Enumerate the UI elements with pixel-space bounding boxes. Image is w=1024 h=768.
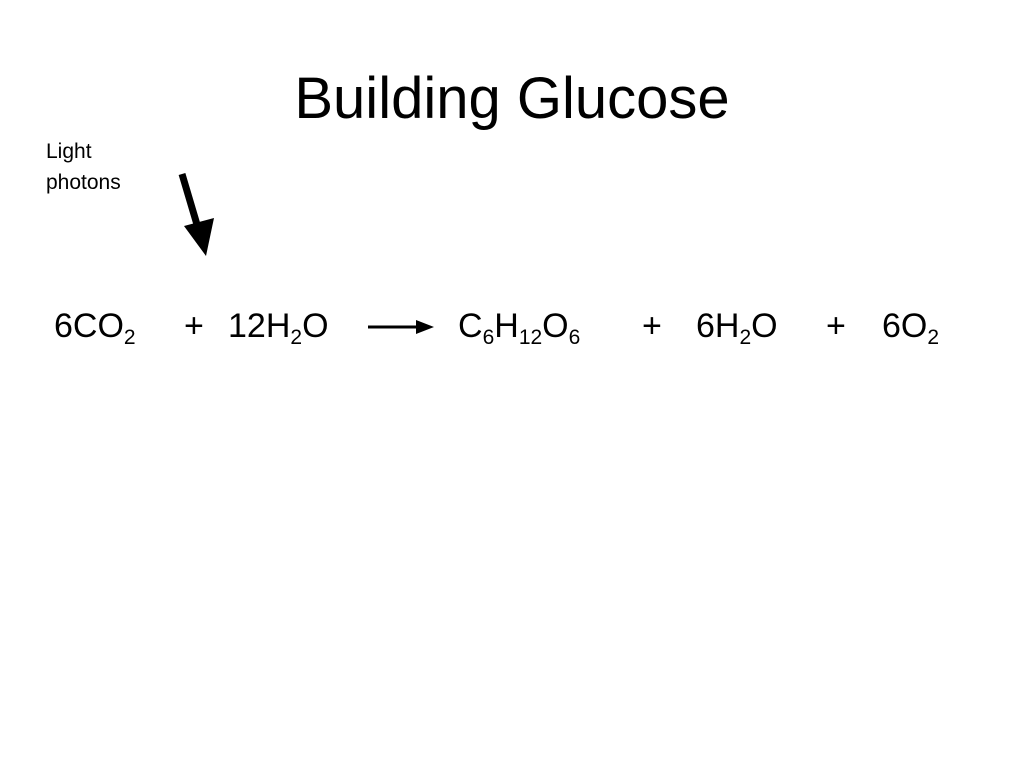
plus-sign: + <box>826 307 846 345</box>
right-arrow-icon <box>368 320 434 334</box>
product-h2o: 6H2O <box>696 307 778 349</box>
light-label-line1: Light <box>46 140 92 163</box>
product-o2: 6O2 <box>882 307 940 349</box>
light-photons-label: Light photons <box>46 136 121 198</box>
reactant-co2: 6CO2 <box>54 307 136 349</box>
product-glucose: C6H12O6 <box>458 307 581 349</box>
reactant-h2o: 12H2O <box>228 307 329 349</box>
page-title: Building Glucose <box>294 66 730 131</box>
plus-sign: + <box>184 307 204 345</box>
down-arrow-icon <box>178 173 214 256</box>
chemical-equation: 6CO2 + 12H2O C6H12O6 + 6H2O + 6O2 <box>0 304 1024 354</box>
light-label-line2: photons <box>46 171 121 194</box>
plus-sign: + <box>642 307 662 345</box>
